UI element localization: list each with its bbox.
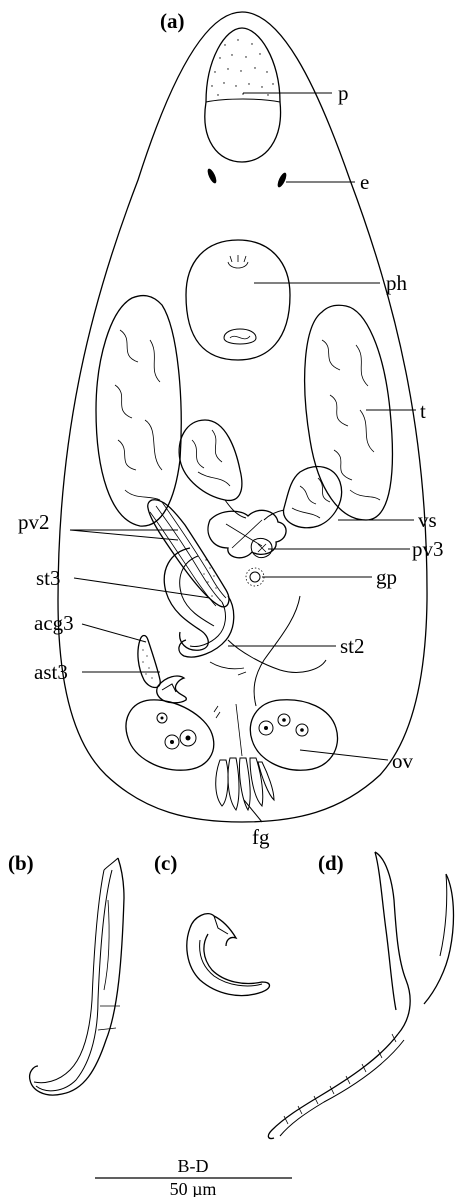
label-gp: gp <box>376 565 397 589</box>
ovary-left <box>126 700 214 770</box>
leader-pv2-extension <box>70 530 178 540</box>
testis-left <box>96 296 181 527</box>
scale-bar-title: B-D <box>178 1156 209 1176</box>
accessory-sclerite-ast3 <box>157 676 187 703</box>
panel-label-c: (c) <box>154 851 177 875</box>
label-st2: st2 <box>340 634 365 658</box>
leader-acg3 <box>82 624 146 642</box>
genital-pore <box>246 568 264 586</box>
label-p: p <box>338 81 349 105</box>
copulatory-tube-st2 <box>179 596 326 675</box>
panel-label-b: (b) <box>8 851 34 875</box>
vaginal-duct <box>254 596 300 706</box>
label-vs: vs <box>418 508 437 532</box>
label-acg3: acg3 <box>34 611 74 635</box>
leader-st3 <box>74 578 210 598</box>
prohaptor-stipple <box>211 39 273 95</box>
label-ov: ov <box>392 749 414 773</box>
female-glands <box>214 704 274 810</box>
label-pv3: pv3 <box>412 537 444 561</box>
label-ph: ph <box>386 271 408 295</box>
label-pv2: pv2 <box>18 510 50 534</box>
label-st3: st3 <box>36 566 61 590</box>
label-ast3: ast3 <box>34 660 68 684</box>
testis-right <box>305 305 393 520</box>
body-outline <box>58 12 427 822</box>
label-fg: fg <box>252 825 270 849</box>
accessory-gland-acg3 <box>138 636 160 688</box>
accessory-sclerite-st3 <box>164 548 220 650</box>
panel-label-d: (d) <box>318 851 344 875</box>
sclerite-c <box>187 914 270 996</box>
seminal-vesicles <box>179 420 341 558</box>
leader-ov <box>300 750 388 760</box>
sclerite-b <box>30 858 124 1095</box>
panel-label-a: (a) <box>160 9 185 33</box>
label-t: t <box>420 399 426 423</box>
pharynx <box>186 240 290 360</box>
prohaptor <box>205 28 281 162</box>
sclerite-d <box>268 852 453 1139</box>
scale-bar-value: 50 µm <box>170 1179 217 1197</box>
ovary-right <box>250 700 337 770</box>
eye-left <box>206 167 218 184</box>
eye-right <box>276 171 288 188</box>
label-e: e <box>360 170 369 194</box>
